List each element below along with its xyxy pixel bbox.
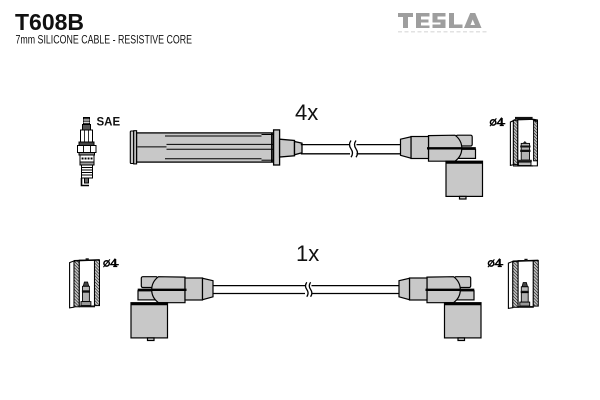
svg-text:7mm SILICONE CABLE - RESISTIVE: 7mm SILICONE CABLE - RESISTIVE CORE: [16, 33, 193, 47]
svg-text:SAE: SAE: [97, 117, 121, 129]
svg-text:1x: 1x: [296, 241, 319, 266]
svg-text:4x: 4x: [295, 100, 318, 125]
svg-text:T608B: T608B: [15, 9, 84, 35]
